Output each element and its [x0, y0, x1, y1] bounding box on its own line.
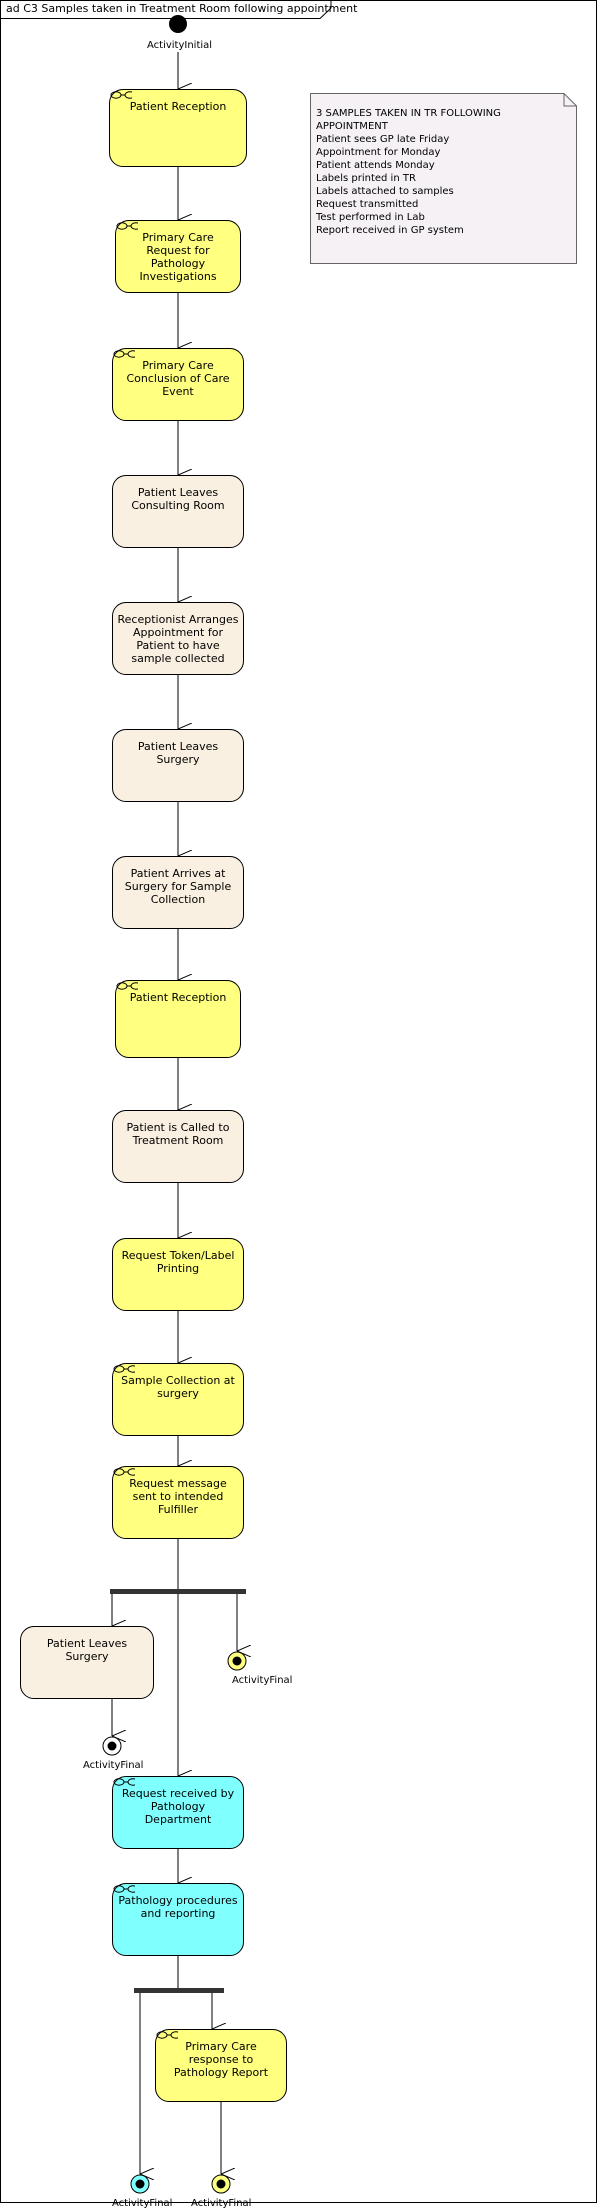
activity-node[interactable]: Receptionist Arranges Appointment for Pa…	[112, 602, 244, 675]
activity-label: Request message sent to intended Fulfill…	[129, 1477, 227, 1516]
activity-node[interactable]: Request Token/Label Printing	[112, 1238, 244, 1311]
activity-label: Patient Leaves Consulting Room	[131, 486, 225, 512]
note-line: Labels attached to samples	[316, 186, 454, 197]
activity-label: Receptionist Arranges Appointment for Pa…	[117, 613, 239, 665]
fork-bar	[134, 1988, 224, 1993]
activity-node[interactable]: Patient Reception	[109, 89, 247, 167]
activity-label: Primary Care Request for Pathology Inves…	[139, 231, 217, 283]
activity-label: Patient Leaves Surgery	[46, 1637, 128, 1663]
activity-node[interactable]: Patient is Called to Treatment Room	[112, 1110, 244, 1183]
note-line: Test performed in Lab	[316, 212, 425, 223]
activity-label: Patient Reception	[129, 100, 227, 113]
activity-label: Pathology procedures and reporting	[118, 1894, 238, 1920]
subactivity-icon	[116, 982, 138, 990]
activity-node[interactable]: Pathology procedures and reporting	[112, 1883, 244, 1956]
subactivity-icon	[113, 1365, 135, 1373]
subactivity-icon	[113, 1885, 135, 1893]
activity-label: Patient is Called to Treatment Room	[126, 1121, 230, 1147]
activity-label: Request received by Pathology Department	[121, 1787, 235, 1826]
activity-final-label: ActivityFinal	[112, 2198, 173, 2209]
activity-label: Primary Care response to Pathology Repor…	[173, 2040, 269, 2079]
activity-node[interactable]: Request received by Pathology Department	[112, 1776, 244, 1849]
note-line: Patient attends Monday	[316, 160, 435, 171]
fork-bar	[110, 1589, 246, 1594]
activity-node[interactable]: Sample Collection at surgery	[112, 1363, 244, 1436]
activity-final-label: ActivityFinal	[191, 2198, 252, 2209]
note-line: Labels printed in TR	[316, 173, 416, 184]
note-line: Patient sees GP late Friday	[316, 134, 450, 145]
activity-node[interactable]: Patient Reception	[115, 980, 241, 1058]
frame-title: ad C3 Samples taken in Treatment Room fo…	[6, 2, 358, 15]
note-line: Report received in GP system	[316, 225, 464, 236]
subactivity-icon	[113, 1778, 135, 1786]
frame-title-tab	[0, 0, 332, 19]
subactivity-icon	[113, 1468, 135, 1476]
activity-label: Request Token/Label Printing	[121, 1249, 235, 1275]
activity-final-dot	[232, 1656, 242, 1666]
note-line: APPOINTMENT	[316, 121, 388, 132]
subactivity-icon	[116, 222, 138, 230]
activity-final-label: ActivityFinal	[83, 1760, 144, 1771]
initial-node-label: ActivityInitial	[147, 40, 213, 51]
activity-label: Patient Leaves Surgery	[137, 740, 219, 766]
note-shape	[310, 93, 577, 264]
diagram-note: 3 SAMPLES TAKEN IN TR FOLLOWING APPOINTME…	[310, 93, 577, 264]
activity-node[interactable]: Primary Care Conclusion of Care Event	[112, 348, 244, 421]
activity-label: Primary Care Conclusion of Care Event	[126, 359, 230, 398]
note-line: 3 SAMPLES TAKEN IN TR FOLLOWING	[316, 108, 501, 119]
activity-final-dot	[107, 1741, 117, 1751]
activity-label: Sample Collection at surgery	[121, 1374, 235, 1400]
subactivity-icon	[156, 2031, 178, 2039]
activity-node[interactable]: Primary Care response to Pathology Repor…	[155, 2029, 287, 2102]
activity-final-label: ActivityFinal	[232, 1675, 293, 1686]
activity-node[interactable]: Patient Arrives at Surgery for Sample Co…	[112, 856, 244, 929]
activity-label: Patient Reception	[129, 991, 227, 1004]
note-line: Request transmitted	[316, 199, 419, 210]
subactivity-icon	[110, 91, 132, 99]
subactivity-icon	[113, 350, 135, 358]
activity-node[interactable]: Patient Leaves Surgery	[112, 729, 244, 802]
activity-label: Patient Arrives at Surgery for Sample Co…	[124, 867, 232, 906]
activity-node[interactable]: Patient Leaves Surgery	[20, 1626, 154, 1699]
initial-node	[169, 15, 187, 33]
activity-final-dot	[135, 2179, 145, 2189]
activity-final-dot	[216, 2179, 226, 2189]
activity-node[interactable]: Patient Leaves Consulting Room	[112, 475, 244, 548]
note-line: Appointment for Monday	[316, 147, 441, 158]
activity-node[interactable]: Request message sent to intended Fulfill…	[112, 1466, 244, 1539]
activity-node[interactable]: Primary Care Request for Pathology Inves…	[115, 220, 241, 293]
